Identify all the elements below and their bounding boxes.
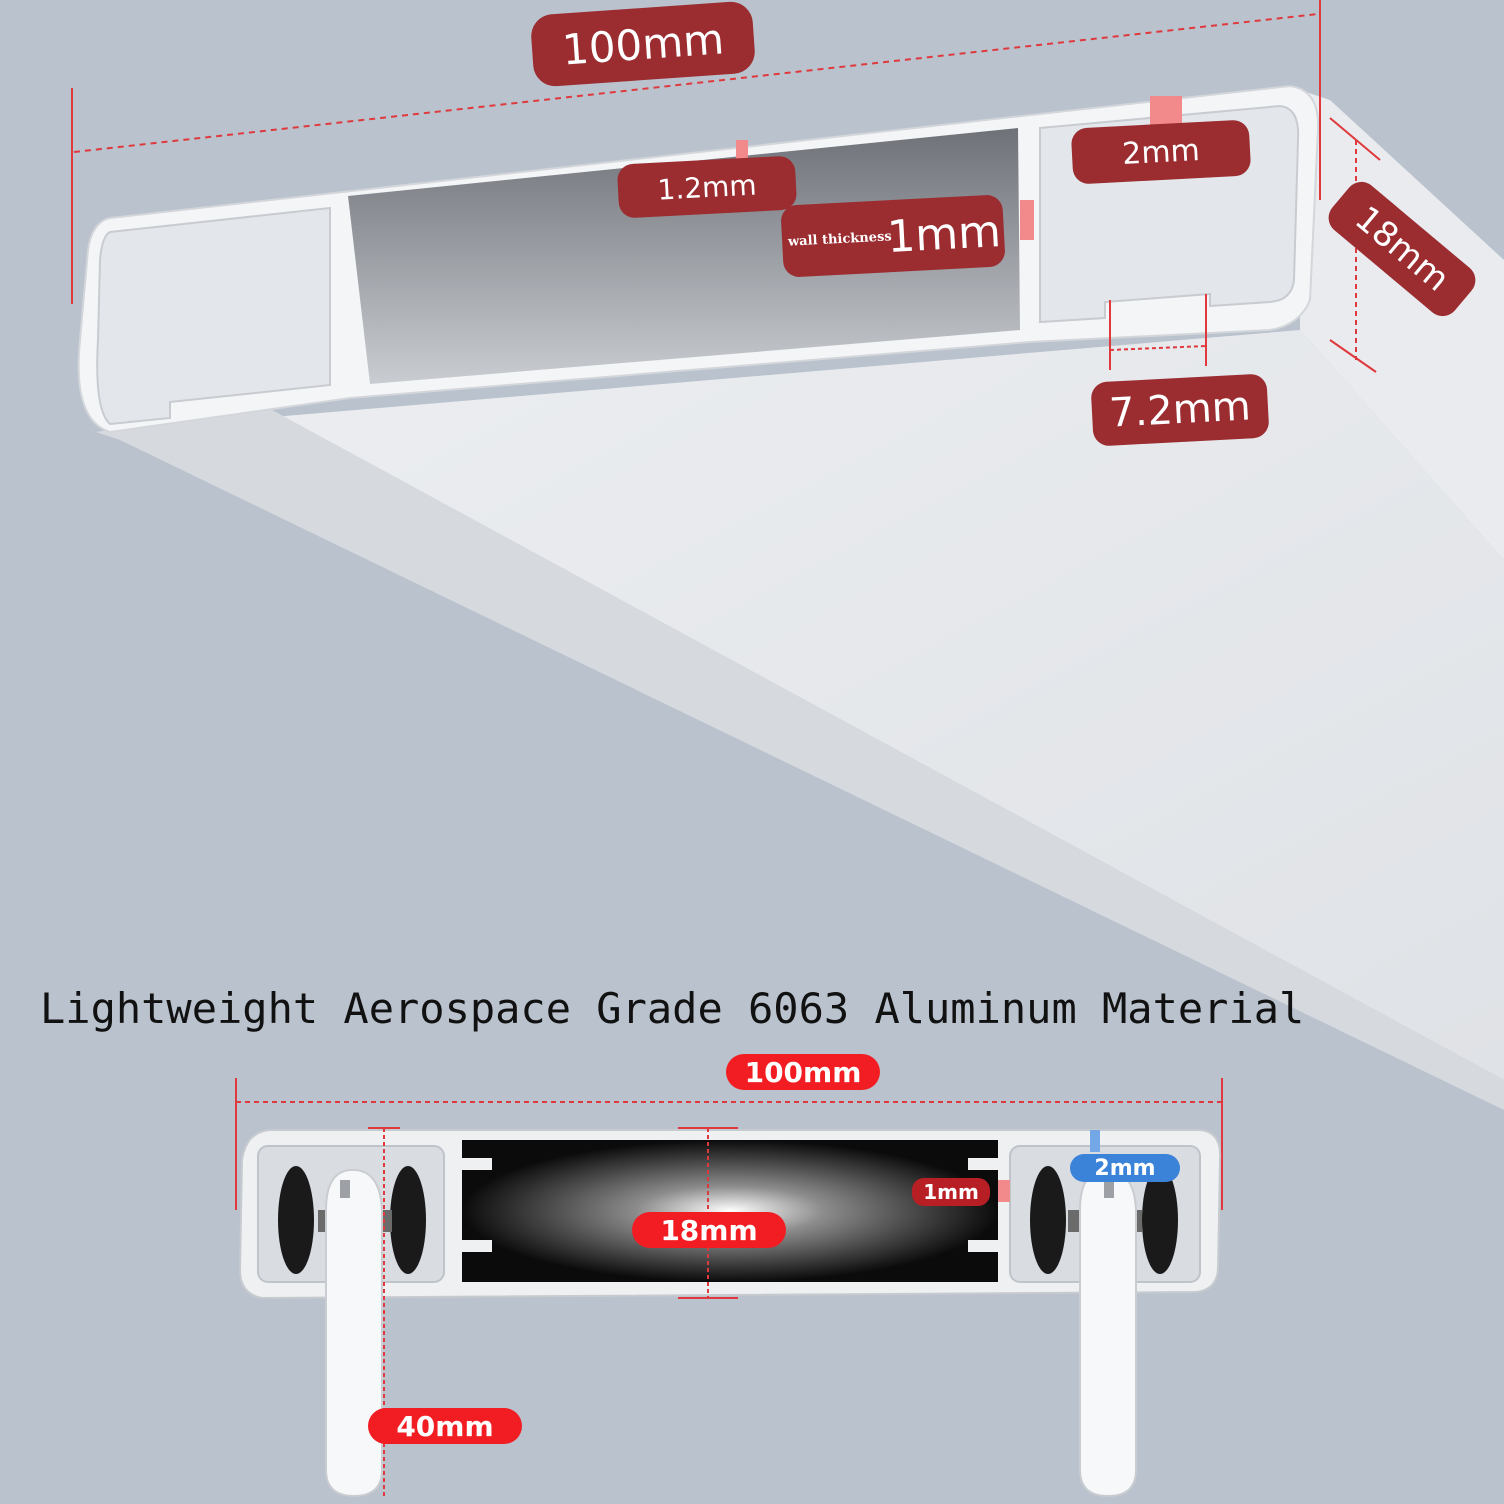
cs-wall-thickness-label: 2mm <box>1070 1154 1180 1182</box>
right-glider <box>1030 1166 1178 1498</box>
material-headline: Lightweight Aerospace Grade 6063 Aluminu… <box>40 984 1305 1033</box>
cs-right-tab-bottom <box>968 1240 998 1252</box>
slot-width-label: 7.2mm <box>1090 373 1270 447</box>
top-height-bottom-tick <box>1329 339 1377 373</box>
track-lower-face <box>96 408 1504 1110</box>
wall-thickness-marker <box>1020 200 1034 240</box>
left-glider-hook <box>325 1168 383 1498</box>
cs-left-tab-bottom <box>462 1240 492 1252</box>
right-glider-pin <box>1104 1180 1114 1198</box>
top-wall-marker <box>736 140 748 162</box>
top-wall-thickness-label: 1.2mm <box>616 155 798 219</box>
track-center-hollow <box>348 128 1020 384</box>
slot-dimension-line <box>1109 345 1207 351</box>
top-height-top-tick <box>1329 117 1381 161</box>
right-glider-wheel-right <box>1142 1166 1178 1274</box>
right-glider-wheel-left <box>1030 1166 1066 1274</box>
cs-right-tab-top <box>968 1158 998 1170</box>
left-glider-wheel-left <box>278 1166 314 1274</box>
right-glider-hook <box>1079 1168 1137 1498</box>
cs-wall-marker <box>1090 1130 1100 1152</box>
cs-inner-wall-label: 1mm <box>912 1178 990 1206</box>
track-left-channel <box>96 206 331 426</box>
track-perspective-view <box>71 0 1504 1110</box>
side-wall-thickness-label: 2mm <box>1070 119 1252 185</box>
cs-width-label: 100mm <box>726 1054 880 1090</box>
track-bottom-face <box>96 330 1504 1080</box>
cs-height-label: 18mm <box>632 1212 786 1248</box>
hook-drop-label: 40mm <box>368 1408 522 1444</box>
cs-left-tab-top <box>462 1158 492 1170</box>
cs-center-hollow <box>462 1140 998 1282</box>
side-wall-marker <box>1150 96 1182 126</box>
left-glider-pin <box>340 1180 350 1198</box>
cs-inner-wall-marker <box>998 1180 1010 1202</box>
wall-thickness-value: 1mm <box>885 205 1003 263</box>
left-glider-wheel-right <box>390 1166 426 1274</box>
left-glider <box>278 1166 426 1498</box>
